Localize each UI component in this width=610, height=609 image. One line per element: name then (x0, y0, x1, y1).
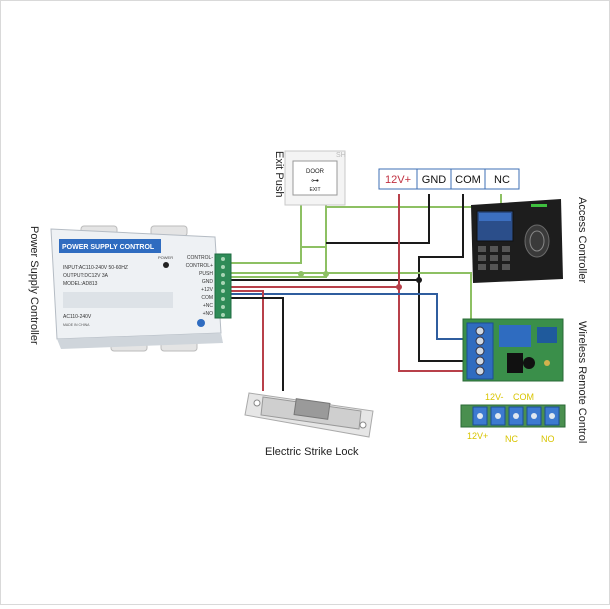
access-terminal-com: COM (455, 174, 481, 186)
terminal-label-control-minus: CONTROL- (187, 255, 213, 261)
label-wireless-remote-control: Wireless Remote Control (576, 321, 588, 443)
wireless-terminal-com: COM (513, 392, 534, 402)
brand-logo-icon (197, 319, 205, 327)
red-wire-lock (229, 290, 264, 391)
access-terminal-strip: 12V+ GND COM NC (378, 168, 520, 190)
terminal-label-12v: +12V (201, 287, 213, 293)
label-access-controller: Access Controller (576, 197, 588, 284)
wireless-terminal-nc: NC (505, 434, 518, 444)
terminal-label-push: PUSH (199, 271, 213, 277)
access-terminal-nc: NC (494, 174, 510, 186)
psu-output-spec: OUTPUT:DC12V 3A (63, 273, 109, 279)
exit-button-text-top: DOOR (306, 169, 325, 175)
exit-button-text-bottom: EXIT (309, 187, 320, 193)
key-icon: ⊶ (311, 176, 319, 185)
black-wire-gnd-bus (229, 279, 463, 362)
access-controller-device (471, 199, 563, 283)
wireless-remote-module (462, 318, 564, 382)
wireless-terminal-strip: 12V- COM 12V+ NC NO (460, 392, 566, 444)
label-exit-push: Exit Push (273, 151, 285, 197)
black-wire-access-com (418, 194, 464, 280)
black-wire-lock (229, 297, 284, 391)
electric-strike-lock (244, 392, 374, 438)
access-terminal-12v: 12V+ (385, 174, 411, 186)
psu-power-label: POWER (158, 255, 173, 260)
fingerprint-sensor-icon (524, 224, 550, 258)
power-led-icon (163, 262, 169, 268)
psu-brand-title: POWER SUPPLY CONTROL (62, 244, 155, 251)
green-wire-exit-1 (229, 205, 302, 264)
wireless-terminal-no: NO (541, 434, 555, 444)
terminal-label-com: COM (201, 295, 213, 301)
terminal-label-nc: +NC (203, 303, 214, 309)
terminal-label-gnd: GND (202, 279, 214, 285)
wires (229, 194, 502, 391)
wireless-terminal-12v-minus: 12V- (485, 392, 504, 402)
psu-terminal-labels: CONTROL- CONTROL+ PUSH GND +12V COM +NC … (186, 255, 214, 317)
label-electric-strike-lock: Electric Strike Lock (265, 446, 359, 458)
power-supply-unit: POWER SUPPLY CONTROL POWER INPUT:AC110-2… (50, 225, 232, 352)
psu-input-spec: INPUT:AC110-240V 50-60HZ (63, 265, 128, 271)
relay-icon (499, 325, 531, 347)
psu-terminal-block (214, 253, 232, 319)
green-wire-exit-2 (229, 205, 327, 278)
black-wire-access-gnd (326, 194, 430, 244)
exit-button-corner-mark: SH (336, 152, 346, 159)
terminal-label-no: +NO (203, 311, 214, 317)
psu-model: MODEL:AD813 (63, 281, 98, 287)
label-power-supply-controller: Power Supply Controller (28, 226, 40, 345)
wireless-terminal-12v-plus: 12V+ (467, 431, 488, 441)
psu-ac-label: AC110-240V (63, 314, 92, 320)
red-wire-12v-bus (229, 286, 463, 372)
access-terminal-gnd: GND (422, 174, 447, 186)
terminal-label-control-plus: CONTROL+ (186, 263, 213, 269)
green-wire-nc (229, 272, 472, 350)
exit-push-button: DOOR ⊶ EXIT SH (284, 150, 346, 206)
blue-wire-com (229, 293, 463, 340)
psu-made-in: MADE IN CHINA (63, 323, 90, 327)
